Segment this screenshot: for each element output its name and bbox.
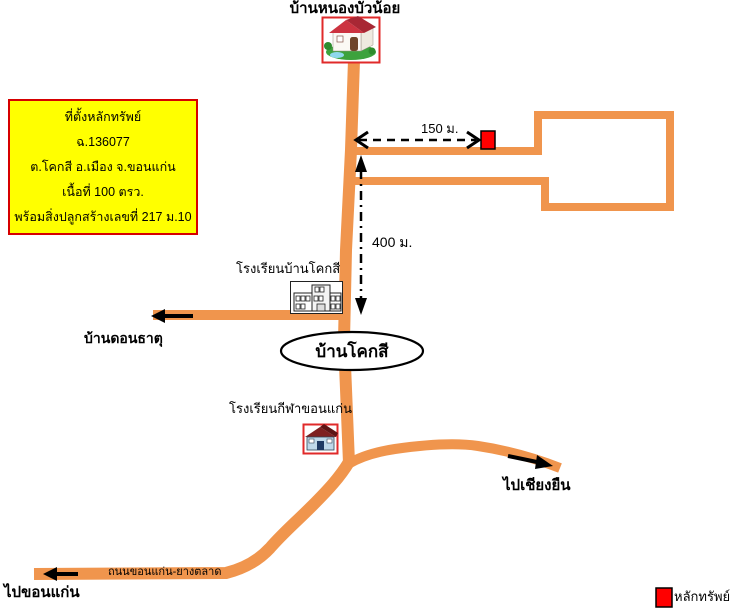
measure-150m-left-arrowhead-icon [353,130,369,150]
property-info-box: ที่ตั้งหลักทรัพย์ ฉ.136077 ต.โคกสี อ.เมื… [8,99,198,235]
info-line-building: พร้อมสิ่งปลูกสร้างเลขที่ 217 ม.10 [14,210,192,225]
village-ellipse-label: บ้านโคกสี [315,342,389,361]
legend-marker [655,587,673,608]
measure-150m-right-arrowhead-icon [466,130,482,150]
sports-school-icon [302,423,339,455]
legend-label: หลักทรัพย์ [674,589,731,604]
road-name-label: ถนนขอนแก่น-ยางตลาด [108,566,222,578]
school-ban-khok-si-label: โรงเรียนบ้านโคกสี [236,261,341,276]
school-building-icon [290,281,343,314]
distance-400m-label: 400 ม. [372,234,413,250]
measure-400m-down-arrowhead-icon [355,298,367,315]
ban-don-that-label: บ้านดอนธาตุ [84,330,163,346]
arrow-khon-kaen-tip-icon [43,567,57,581]
road-main-vertical [337,59,360,464]
map-title: บ้านหนองบัวน้อย [289,0,401,17]
distance-150m-label: 150 ม. [421,121,459,136]
road-property-loop [346,111,674,211]
arrow-chiang-yuen-tip-icon [535,455,553,469]
to-chiang-yuen-label: ไปเชียงยืน [503,477,571,494]
arrow-ban-don-that-tip-icon [151,309,165,323]
info-line-deed-number: ฉ.136077 [76,134,130,149]
info-line-location: ต.โคกสี อ.เมือง จ.ขอนแก่น [30,159,176,174]
info-line-title: ที่ตั้งหลักทรัพย์ [64,109,142,124]
arrow-chiang-yuen-icon [507,454,538,464]
to-khon-kaen-label: ไปขอนแก่น [4,584,80,601]
house-icon [321,16,381,64]
sports-school-label: โรงเรียนกีฬาขอนแก่น [229,401,353,416]
measure-400m-up-arrowhead-icon [355,155,367,172]
property-marker [480,130,496,150]
road-to-khon-kaen [33,458,355,580]
road-to-chiang-yuen [345,439,562,473]
info-line-area: เนื้อที่ 100 ตรว. [62,185,144,200]
village-ellipse [279,330,425,372]
